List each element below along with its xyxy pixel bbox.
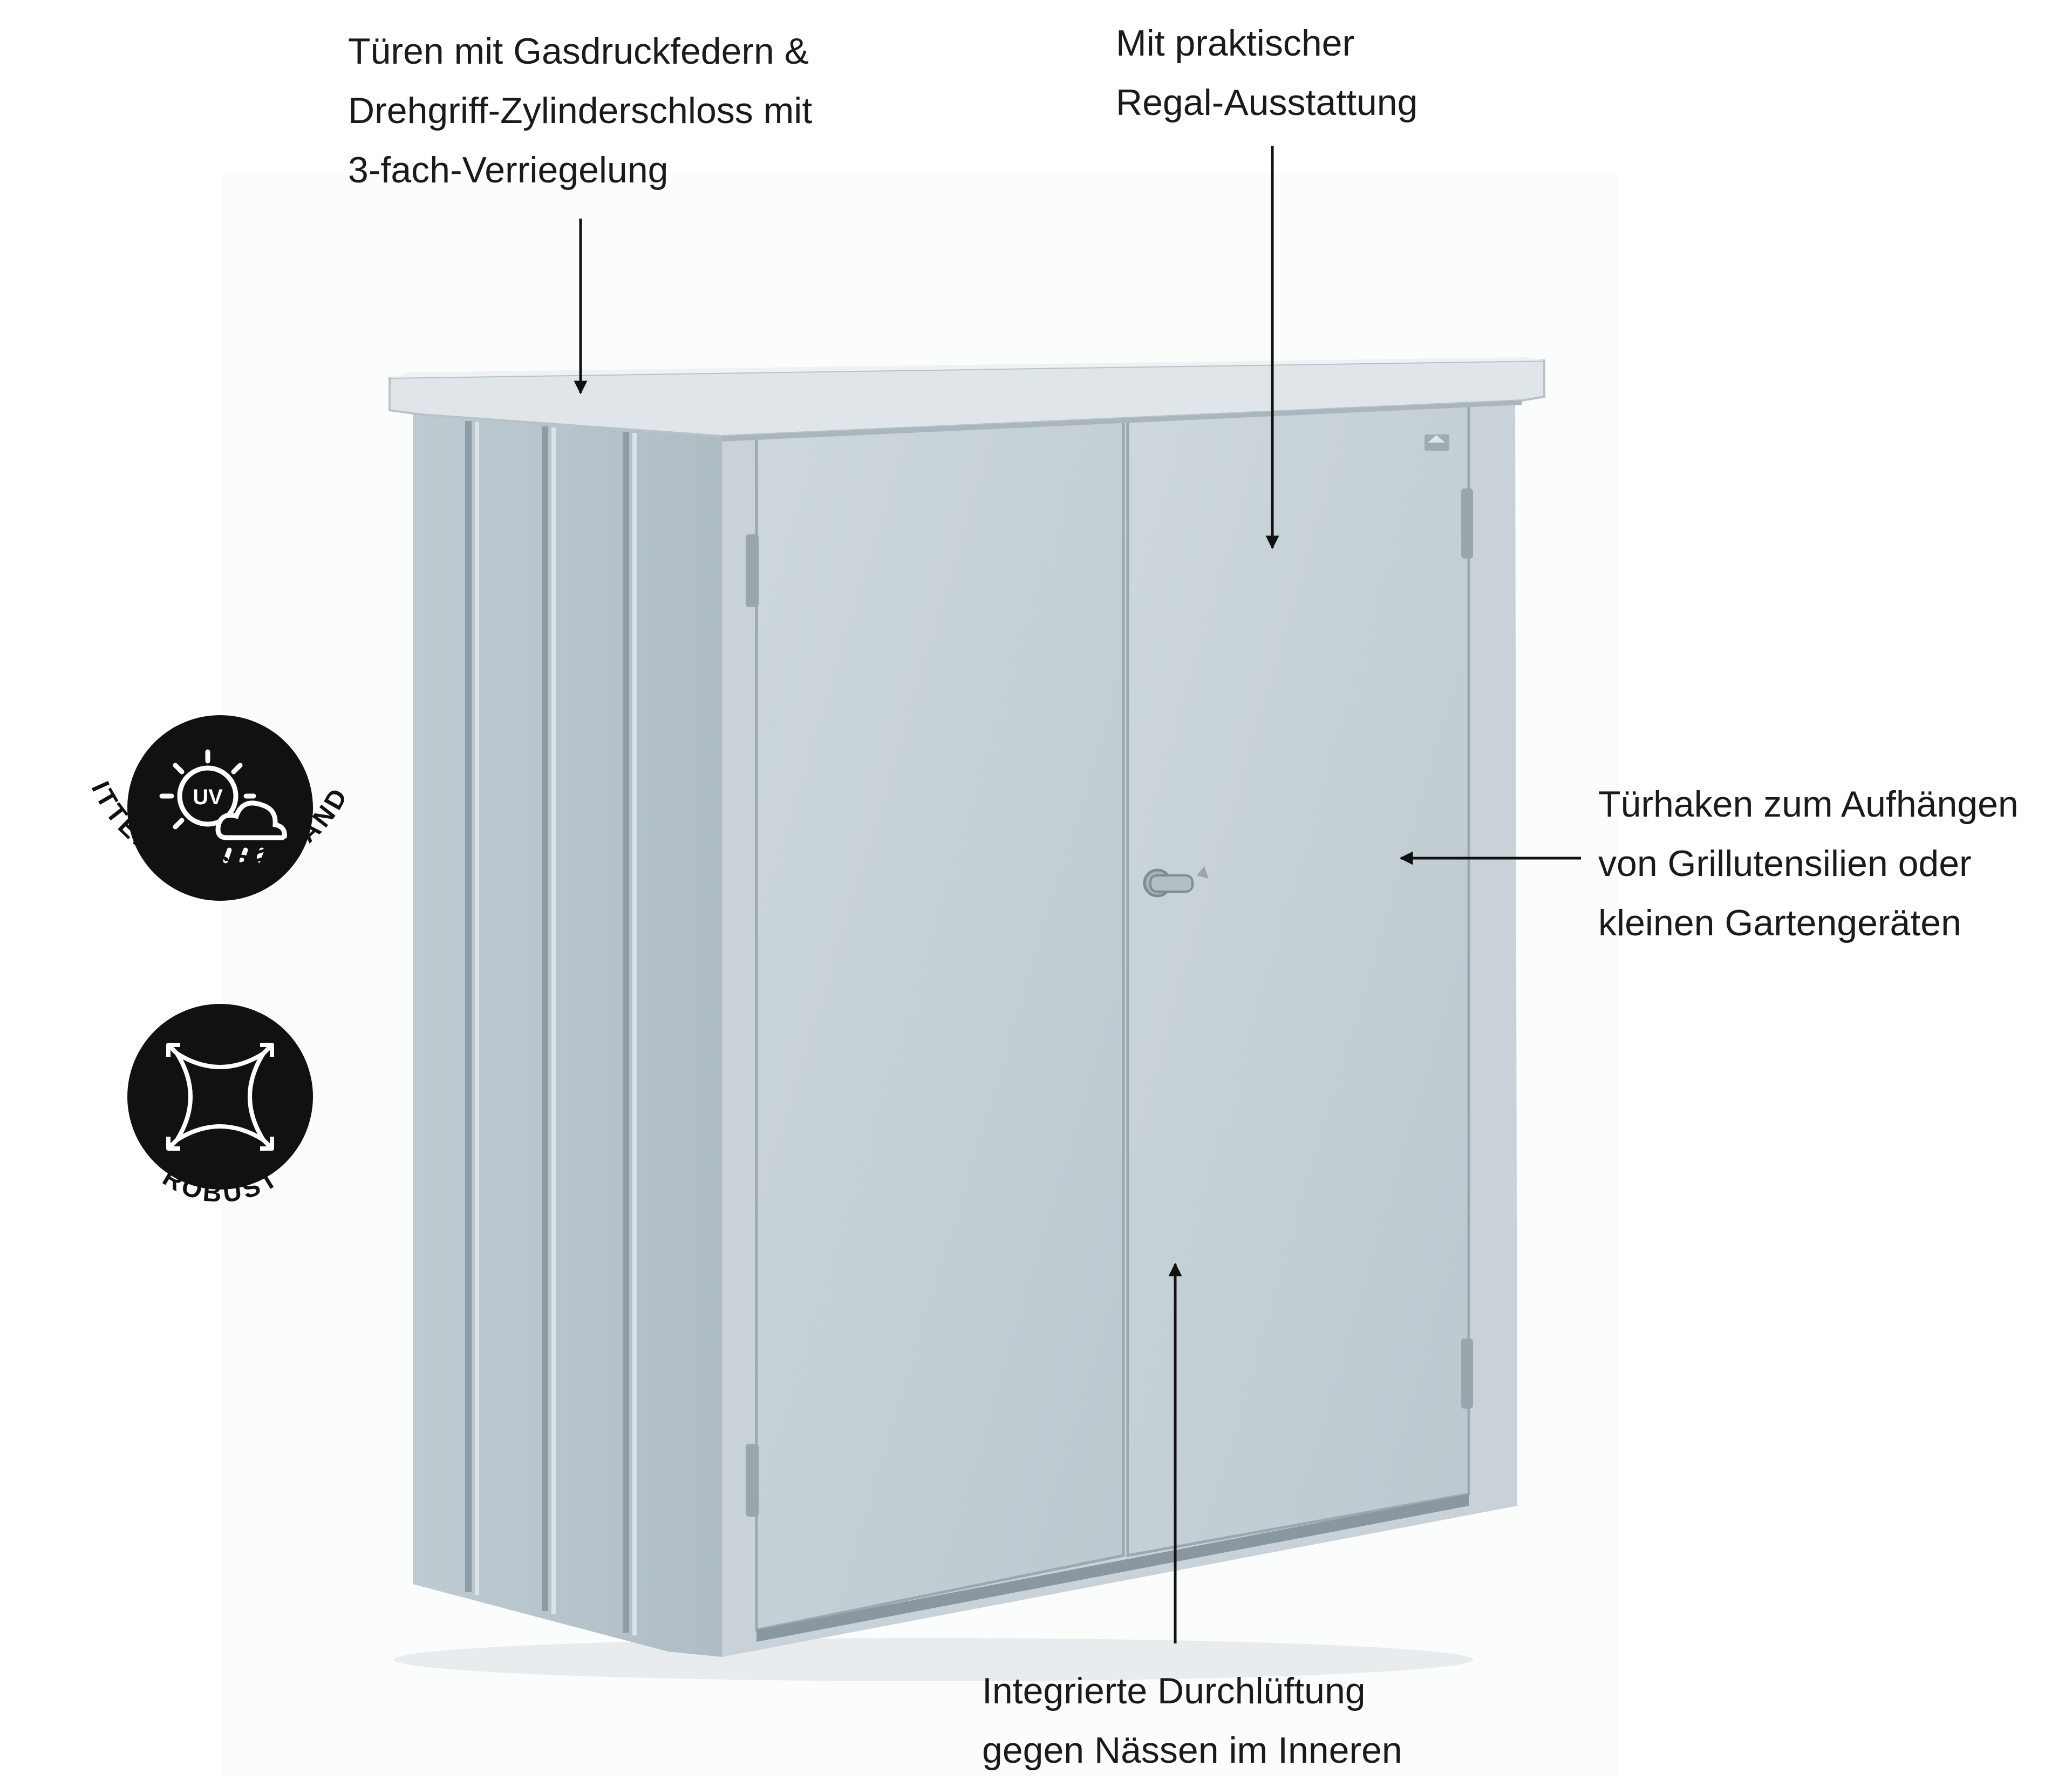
brand-logo-icon bbox=[1424, 434, 1449, 451]
callout-shelf: Mit praktischer Regal-Ausstattung bbox=[1116, 13, 1417, 132]
callout-vent-line: gegen Nässen im Inneren bbox=[982, 1730, 1402, 1771]
cylinder-lock-handle[interactable] bbox=[1143, 866, 1209, 898]
right-door[interactable] bbox=[1126, 403, 1470, 1557]
storage-cabinet bbox=[388, 357, 1545, 1681]
callout-vent-line: Integrierte Durchlüftung bbox=[982, 1670, 1366, 1711]
uv-sun-cloud-icon bbox=[159, 749, 287, 864]
cabinet-side-ribs bbox=[465, 421, 629, 1633]
callout-hooks-line: von Grillutensilien oder bbox=[1598, 843, 1972, 884]
cabinet-side-panel bbox=[413, 415, 722, 1657]
left-door[interactable] bbox=[755, 418, 1125, 1632]
callout-doors-line: Drehgriff-Zylinderschloss mit bbox=[348, 90, 813, 131]
callout-arrows bbox=[574, 146, 1581, 1643]
expand-arrows-icon bbox=[166, 1043, 274, 1151]
callout-shelf-line: Mit praktischer bbox=[1116, 23, 1355, 64]
callout-doors-line: Türen mit Gasdruckfedern & bbox=[348, 31, 809, 72]
callout-doors-line: 3-fach-Verriegelung bbox=[348, 150, 669, 191]
callout-hooks: Türhaken zum Aufhängen von Grillutensili… bbox=[1598, 774, 2019, 953]
callout-vent: Integrierte Durchlüftung gegen Nässen im… bbox=[982, 1661, 1402, 1780]
callout-shelf-line: Regal-Ausstattung bbox=[1116, 82, 1418, 123]
callout-hooks-line: Türhaken zum Aufhängen bbox=[1598, 784, 2019, 825]
callout-hooks-line: kleinen Gartengeräten bbox=[1598, 902, 1961, 943]
badge-weather-uv-text: UV bbox=[193, 785, 223, 809]
callout-doors: Türen mit Gasdruckfedern & Drehgriff-Zyl… bbox=[348, 22, 812, 200]
door-hinges bbox=[746, 488, 1473, 1517]
